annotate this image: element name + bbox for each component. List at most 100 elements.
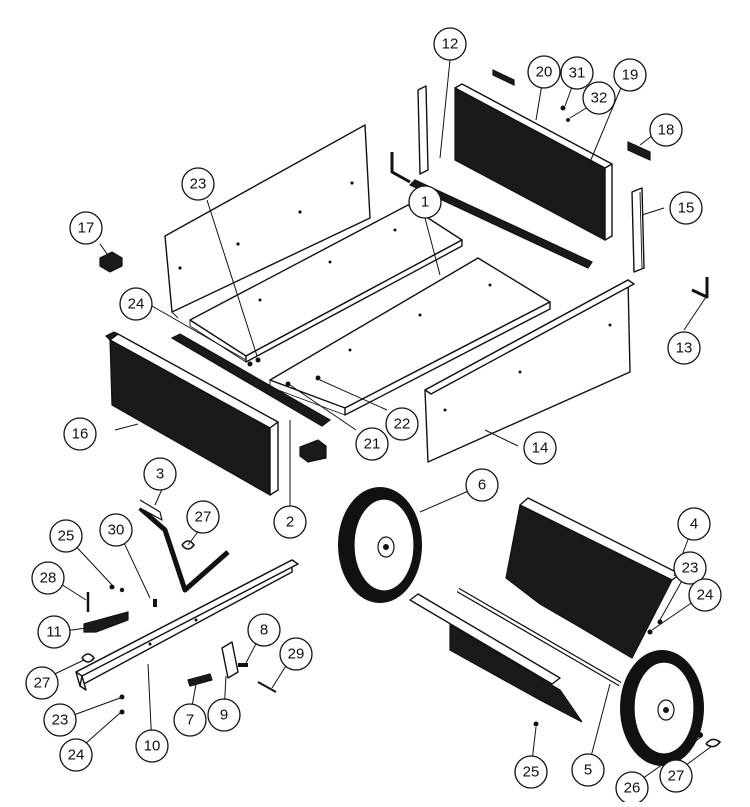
callout-number: 12 [442,36,459,53]
callout-number: 13 [676,340,693,357]
callout-circle [49,519,83,553]
callout-circle [433,27,467,61]
hw-25 [109,584,115,590]
callout-number: 27 [668,768,685,785]
callout-number: 23 [682,560,699,577]
callout-circle [37,615,71,649]
callout-19: 19 [613,58,647,92]
pin-29 [257,681,277,693]
hw-24-lower [119,709,125,715]
front-gate [104,331,279,497]
callout-number: 24 [68,747,85,764]
callout-25: 25 [514,755,548,789]
callout-circle [667,331,701,365]
callout-6: 6 [465,468,499,502]
callout-number: 15 [678,200,695,217]
callout-10: 10 [135,729,169,763]
callout-number: 27 [34,675,51,692]
callout-circle [279,637,313,671]
callout-number: 25 [523,764,540,781]
callout-27: 27 [186,500,220,534]
callout-circle [523,431,557,465]
callout-circle [688,578,722,612]
callout-circle [143,457,177,491]
callout-8: 8 [247,613,281,647]
callout-7: 7 [173,703,207,737]
callout-9: 9 [207,698,241,732]
callout-circle [59,738,93,772]
pad-top [492,69,515,86]
callout-25: 25 [49,519,83,553]
pin-27-top [181,540,196,550]
callout-number: 5 [584,762,592,779]
callout-24: 24 [688,578,722,612]
callout-27: 27 [25,666,59,700]
callout-circle [649,113,683,147]
front-cross-rail [170,333,332,427]
hw-32 [566,118,570,122]
callout-circle [25,666,59,700]
callout-circle [669,191,703,225]
tailgate [454,83,613,241]
hw-26 [697,732,703,738]
callout-30: 30 [99,513,133,547]
callout-circle [69,211,103,245]
callout-number: 9 [220,707,228,724]
callout-circle [173,703,207,737]
callout-20: 20 [527,55,561,89]
pin-27-left [81,653,96,663]
small-block [299,439,327,463]
hw-30 [153,599,157,607]
callout-number: 17 [78,220,95,237]
callout-circle [135,729,169,763]
plate-9 [221,641,239,679]
callout-number: 4 [690,516,698,533]
callout-number: 2 [286,514,294,531]
left-side-panel [164,124,371,319]
callout-circle [465,468,499,502]
callout-number: 27 [195,509,212,526]
callout-circle [355,427,389,461]
callout-26: 26 [615,771,649,805]
post-left [417,85,429,175]
callout-number: 23 [52,712,69,729]
callout-number: 29 [288,646,305,663]
callout-23: 23 [673,551,707,585]
callout-circle [677,507,711,541]
pad-18 [627,141,651,161]
callout-12: 12 [433,27,467,61]
callout-24: 24 [59,738,93,772]
callout-5: 5 [571,753,605,787]
callout-number: 24 [697,587,714,604]
callout-circle [613,58,647,92]
callout-circle [186,500,220,534]
callout-18: 18 [649,113,683,147]
bolt-23-upper [255,357,261,363]
callout-circle [560,56,594,90]
callout-circle [527,55,561,89]
hw-24-right [647,629,653,635]
callout-23: 23 [43,703,77,737]
callout-number: 30 [108,522,125,539]
callout-22: 22 [385,407,419,441]
front-axle-beam [75,559,299,691]
callout-27: 27 [659,759,693,793]
callout-31: 31 [560,56,594,90]
callout-circle [571,753,605,787]
callout-23: 23 [181,167,215,201]
hw-25-bottom [533,721,539,727]
callout-11: 11 [37,615,71,649]
callout-circle [207,698,241,732]
callout-number: 32 [591,90,608,107]
hw-23-lower [119,694,125,700]
callout-1: 1 [408,185,442,219]
callout-circle [31,561,65,595]
callout-32: 32 [582,81,616,115]
callout-21: 21 [355,427,389,461]
bolt-22 [315,375,321,381]
callout-circle [119,287,153,321]
callout-circle [247,613,281,647]
bracket-17 [99,251,123,273]
callout-circle [63,417,97,451]
